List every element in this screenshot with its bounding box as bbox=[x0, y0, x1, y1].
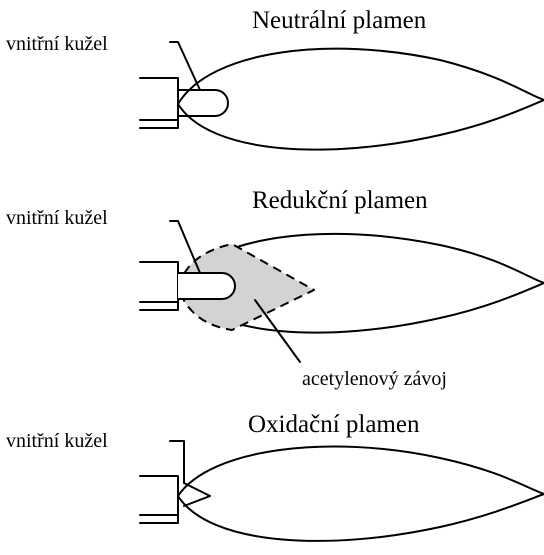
flame-envelope bbox=[177, 232, 544, 334]
inner-cone-label: vnitřní kužel bbox=[6, 430, 108, 452]
inner-cone bbox=[177, 272, 236, 300]
torch-nozzle bbox=[139, 475, 179, 524]
neutral-flame-panel: Neutrální plamen vnitřní kužel bbox=[6, 7, 544, 151]
inner-cone-label: vnitřní kužel bbox=[6, 207, 108, 229]
inner-cone-leader bbox=[169, 220, 201, 274]
flame-envelope bbox=[177, 47, 544, 151]
torch-nozzle bbox=[139, 77, 179, 129]
inner-cone-label: vnitřní kužel bbox=[6, 33, 108, 55]
oxidizing-flame-panel: Oxidační plamen vnitřní kužel bbox=[6, 411, 544, 542]
panel-title: Neutrální plamen bbox=[252, 7, 427, 34]
inner-cone bbox=[177, 89, 229, 117]
acetylene-envelope bbox=[177, 243, 315, 331]
panel-title: Oxidační plamen bbox=[248, 411, 420, 438]
inner-cone-leader bbox=[169, 41, 201, 91]
envelope-leader bbox=[254, 299, 301, 363]
inner-cone-leader bbox=[169, 440, 185, 484]
reducing-flame-panel: Redukční plamen vnitřní kužel acetylenov… bbox=[6, 187, 544, 390]
inner-cone bbox=[183, 482, 211, 507]
panel-title: Redukční plamen bbox=[252, 187, 428, 214]
flame-envelope bbox=[177, 445, 544, 542]
acetylene-envelope-label: acetylenový závoj bbox=[302, 368, 447, 390]
